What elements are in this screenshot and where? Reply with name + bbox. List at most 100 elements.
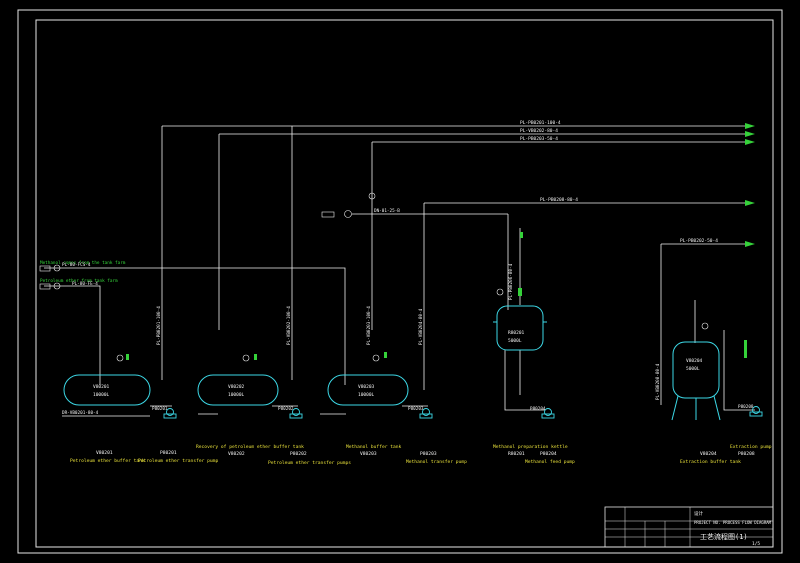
pump-2-base (289, 413, 303, 419)
instrument-4 (368, 192, 376, 200)
pe-inlet-flag (39, 283, 51, 290)
header-line-labels: PL-PB0201-100-4 PL-VB0202-80-4 PL-PB0203… (520, 120, 718, 244)
pump-1-tag: P80201 (152, 406, 168, 412)
fitting-4 (518, 288, 522, 296)
pump-1-base (163, 413, 177, 419)
nitrogen-line-tag: DN-01-25-B (374, 208, 400, 214)
instrument-5 (496, 288, 504, 296)
vertical-tag-2: PL-VB0202-100-4 (286, 306, 292, 345)
header-line-3-label: PL-PB0203-50-4 (520, 136, 558, 142)
equipment-1-id: V80201 (96, 450, 113, 456)
pe-inlet-line (44, 285, 101, 385)
pump-5-base (749, 411, 763, 417)
equipment-1-name: Petroleum ether buffer tank (70, 458, 145, 464)
vessel-shape (327, 374, 409, 406)
extraction-tank: V80204 5000L (671, 341, 721, 421)
title-block: 设计 PROJECT NO. PROCESS FLOW DIAGRAM 工艺流程… (604, 506, 774, 548)
equipment-8-id: P80204 (540, 451, 557, 457)
header-line-4-label: PL-PB0208-80-4 (540, 197, 578, 203)
arrow-5 (745, 241, 755, 247)
methanol-inlet-valve (53, 264, 61, 272)
vessel-volume: 10000L (228, 392, 245, 398)
buffer-tank-1: V80201 10000L DR-VB0201-80-4 (62, 374, 151, 416)
pump-1 (166, 408, 174, 416)
header-line-2-label: PL-VB0202-80-4 (520, 128, 558, 134)
pe-inlet-label: Petroleum ether from tank farm (40, 278, 118, 284)
pe-inlet-line-tag: PL-80-FE-4 (72, 281, 98, 287)
pump-5 (752, 406, 760, 414)
equipment-10-id: P80208 (738, 451, 755, 457)
pump-2 (292, 408, 300, 416)
preparation-kettle: R80201 5000L (493, 305, 547, 351)
methanol-inlet-line-tag: PL-80-FCS-4 (62, 262, 91, 268)
pump-4 (544, 408, 552, 416)
vessel-id: V80201 (93, 384, 110, 390)
equipment-labels: V80201 Petroleum ether buffer tank P8020… (70, 444, 772, 466)
pump-3-tag: P80203 (408, 406, 424, 412)
header-line-5-label: PL-PB0202-50-4 (680, 238, 718, 244)
methanol-inlet-flag (39, 265, 51, 272)
title-block-grid (605, 507, 773, 547)
rev-label: 设计 (694, 510, 703, 517)
pump-4-base (541, 413, 555, 419)
equipment-3-name: Recovery of petroleum ether buffer tank (196, 444, 304, 450)
extraction-out (723, 330, 755, 411)
fitting-2 (254, 354, 257, 360)
pe-inlet-valve (53, 282, 61, 290)
outer-frame (17, 9, 783, 554)
equipment-7-name: Methanol preparation kettle (493, 444, 568, 450)
vessel-volume: 5000L (508, 338, 522, 344)
pumps (163, 406, 763, 419)
instrument-3 (372, 354, 380, 362)
vessel-id: R80201 (508, 330, 525, 336)
equipment-8-name: Methanol feed pump (525, 459, 575, 465)
pump-tags: P80201 P80202 P80203 P80204 P80208 (152, 404, 754, 412)
tank-legs (671, 395, 721, 421)
equipment-7-id: R80201 (508, 451, 525, 457)
pump-3-base (419, 413, 433, 419)
green-fittings (126, 232, 747, 360)
instrument-1 (116, 354, 124, 362)
process-lines (44, 125, 755, 417)
instrument-2 (242, 354, 250, 362)
vessel-volume: 5000L (686, 366, 700, 372)
methanol-inlet-label: Methanol comes from the tank farm (40, 260, 126, 266)
vertical-tag-5: PL-PB0206-80-4 (508, 263, 514, 300)
arrow-4 (745, 200, 755, 206)
equipment-5-id: V80203 (360, 451, 377, 457)
nitrogen-inlet-valve (344, 210, 352, 218)
vertical-tag-3: PL-VB0203-100-4 (366, 306, 372, 345)
fitting-3 (384, 352, 387, 358)
equipment-2-name: Petroleum ether transfer pump (138, 458, 218, 464)
vertical-tag-6: PL-VB0208-80-4 (655, 363, 661, 400)
pump-2-tag: P80202 (278, 406, 294, 412)
equipment-10-name: Extraction pump (730, 444, 772, 450)
instrument-6 (701, 322, 709, 330)
vertical-tag-4: PL-VB0204-80-4 (418, 308, 424, 345)
vessel-shape (496, 305, 544, 351)
vessel-volume: 10000L (358, 392, 375, 398)
equipment-2-id: P80201 (160, 450, 177, 456)
arrow-3 (745, 139, 755, 145)
vessel-shape (63, 374, 151, 406)
inlet-group: Methanol comes from the tank farm PL-80-… (39, 208, 400, 290)
inner-frame (35, 19, 774, 548)
arrow-2 (745, 131, 755, 137)
methanol-inlet-line (44, 267, 346, 385)
equipment-5-name: Methanol buffer tank (346, 444, 402, 450)
drain-tag: DR-VB0201-80-4 (62, 410, 99, 416)
title-block-frame (604, 506, 774, 548)
sheet-number: 1/5 (752, 541, 760, 547)
equipment-9-name: Extraction buffer tank (680, 459, 741, 465)
fitting-5 (744, 340, 747, 358)
equipment-9-id: V80204 (700, 451, 717, 457)
pump-5-tag: P80208 (738, 404, 754, 410)
vessel-id: V80204 (686, 358, 703, 364)
vessel-volume: 10000L (93, 392, 110, 398)
equipment-6-id: P80203 (420, 451, 437, 457)
header-line-1-label: PL-PB0201-100-4 (520, 120, 561, 126)
arrow-1 (745, 123, 755, 129)
fitting-1 (126, 354, 129, 360)
